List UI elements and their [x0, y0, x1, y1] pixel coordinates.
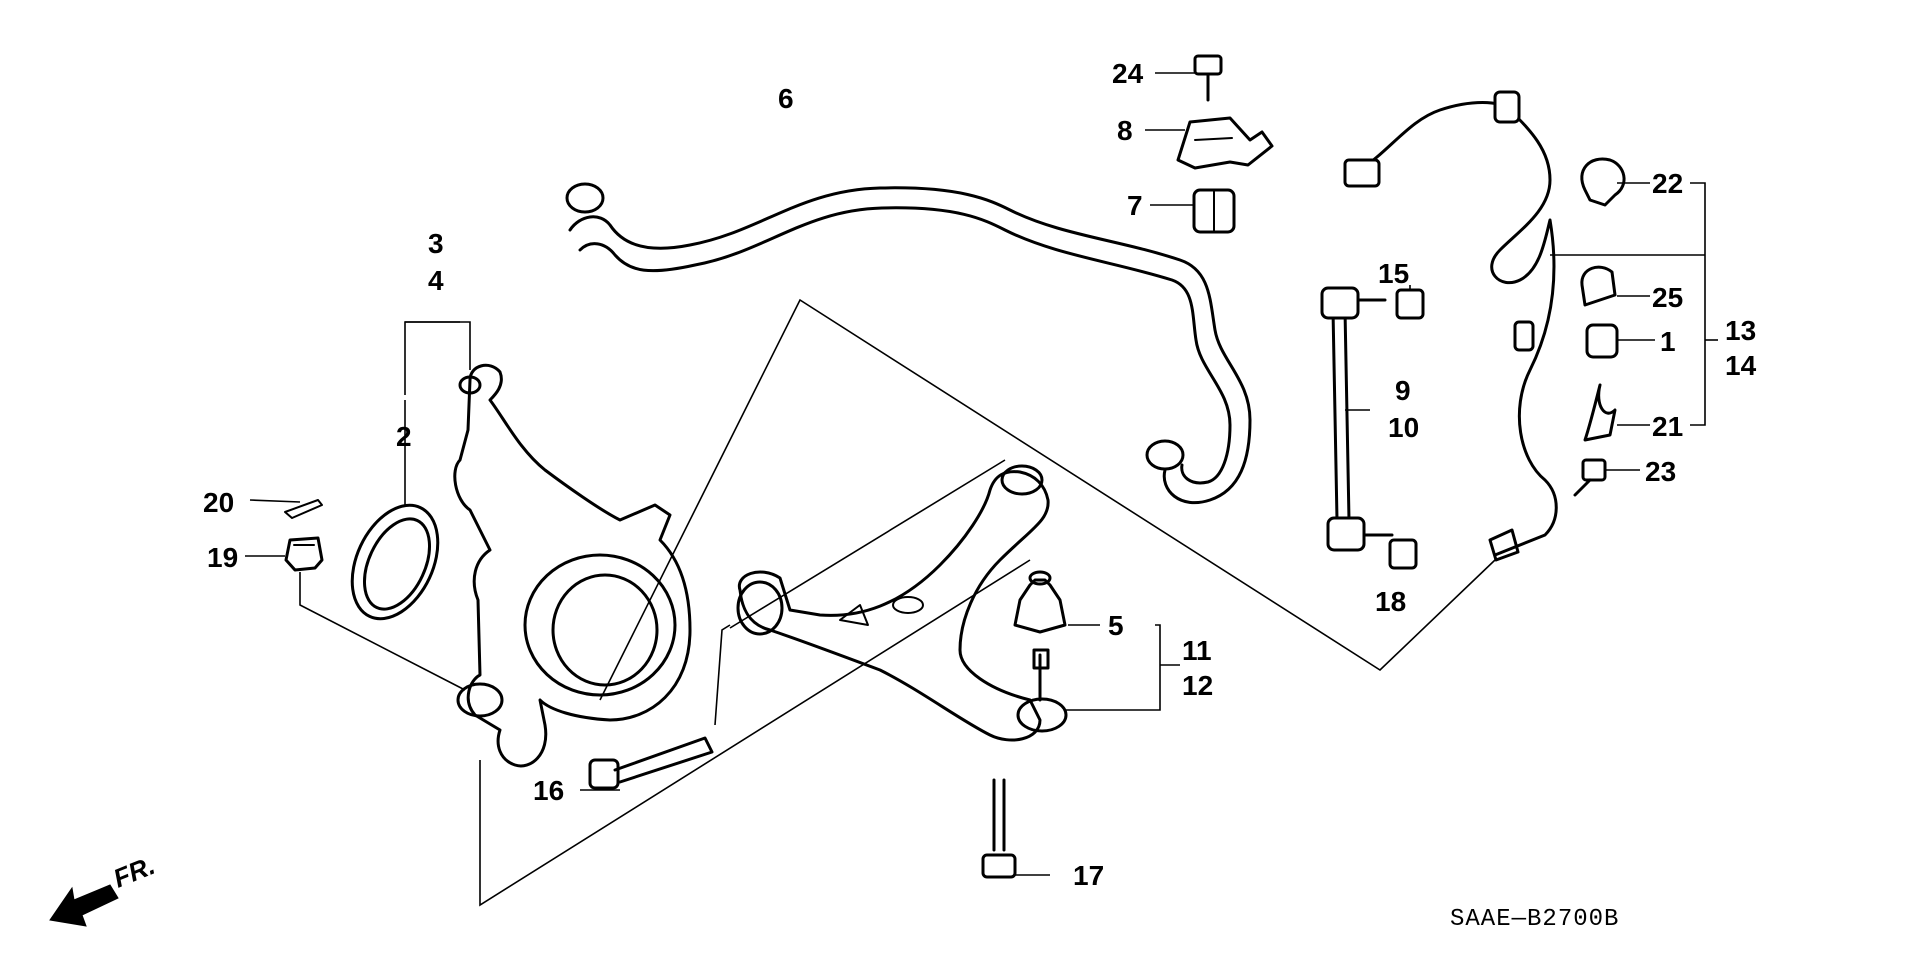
label-2: 2	[396, 421, 412, 452]
label-5: 5	[1108, 610, 1124, 641]
label-10: 10	[1388, 412, 1419, 443]
label-18: 18	[1375, 586, 1406, 617]
label-9: 9	[1395, 375, 1411, 406]
bolt-17[interactable]	[981, 778, 1017, 879]
stabilizer-link[interactable]	[1320, 286, 1394, 552]
link-nut-lower[interactable]	[1388, 538, 1418, 570]
label-15: 15	[1378, 258, 1409, 289]
sensor-clip-22[interactable]	[1580, 157, 1626, 207]
label-1: 1	[1660, 326, 1676, 357]
holder-bolt[interactable]	[1193, 54, 1223, 102]
label-24: 24	[1112, 58, 1144, 89]
dust-seal[interactable]	[335, 492, 455, 633]
wheel-speed-sensor[interactable]	[1343, 90, 1558, 562]
leader-lines	[245, 72, 1718, 907]
label-25: 25	[1652, 282, 1683, 313]
front-marker-label: FR.	[109, 850, 159, 894]
label-6: 6	[778, 83, 794, 114]
sensor-clip-25[interactable]	[1580, 265, 1617, 307]
label-23: 23	[1645, 456, 1676, 487]
spindle-nut[interactable]	[284, 536, 324, 572]
part-number-labels: 1 2 3 4 5 6 7 8 9 10 11 12 13 14 15 16 1…	[203, 58, 1757, 891]
label-3: 3	[428, 228, 444, 259]
ball-joint[interactable]	[1016, 648, 1068, 733]
label-8: 8	[1117, 115, 1133, 146]
label-7: 7	[1127, 190, 1143, 221]
ball-joint-boot[interactable]	[1013, 570, 1067, 634]
flange-bolt-16[interactable]	[588, 736, 714, 790]
stabilizer-holder[interactable]	[1176, 116, 1274, 170]
label-11: 11	[1182, 635, 1212, 666]
label-20: 20	[203, 487, 234, 518]
sensor-clip-21[interactable]	[1583, 383, 1617, 442]
label-22: 22	[1652, 168, 1683, 199]
sensor-clip-1[interactable]	[1585, 323, 1619, 359]
front-direction-arrow-icon	[49, 884, 119, 927]
label-19: 19	[207, 542, 238, 573]
label-16: 16	[533, 775, 564, 806]
stabilizer-bushing[interactable]	[1192, 188, 1236, 234]
sensor-bolt[interactable]	[1573, 458, 1607, 497]
cotter-pin[interactable]	[284, 499, 323, 519]
link-nut-upper[interactable]	[1395, 288, 1425, 320]
front-direction-marker: FR.	[49, 850, 159, 927]
label-13: 13	[1725, 315, 1756, 346]
lower-arm[interactable]	[736, 464, 1050, 742]
steering-knuckle[interactable]	[453, 363, 692, 768]
label-21: 21	[1652, 411, 1683, 442]
label-14: 14	[1725, 350, 1757, 381]
label-4: 4	[428, 265, 444, 296]
stabilizer-bar[interactable]	[565, 182, 1252, 505]
label-17: 17	[1073, 860, 1104, 891]
diagram-code: SAAE—B2700B	[1450, 906, 1619, 933]
label-12: 12	[1182, 670, 1213, 701]
